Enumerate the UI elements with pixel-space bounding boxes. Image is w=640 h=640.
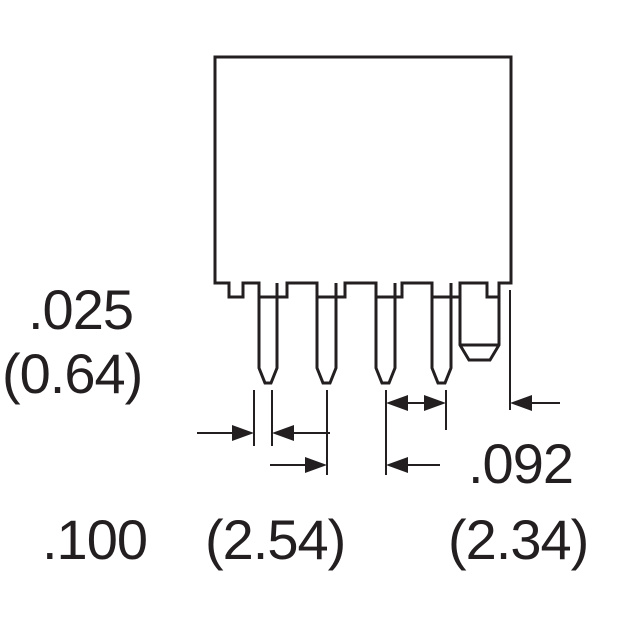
pitch-inch-label: .100 [42,508,148,571]
pin-width-inch-label: .025 [28,278,134,341]
pin-1 [257,283,279,385]
pin-4 [430,283,453,385]
pin-width-mm-label: (0.64) [2,342,143,405]
arrow-092-start [386,395,408,411]
offset-mm-label: (2.34) [448,508,589,571]
offset-inch-label: .092 [468,432,574,495]
arrow-100-left [305,457,327,473]
latch-post [458,283,501,362]
arrow-092-right [510,395,532,411]
arrow-025-right [272,425,294,441]
arrow-092-left [424,395,446,411]
pin-3 [374,283,397,385]
pitch-mm-label: (2.54) [205,508,346,571]
arrow-100-right [386,457,408,473]
connector-housing [213,55,513,299]
arrow-025-left [232,425,254,441]
pin-2 [315,283,338,385]
